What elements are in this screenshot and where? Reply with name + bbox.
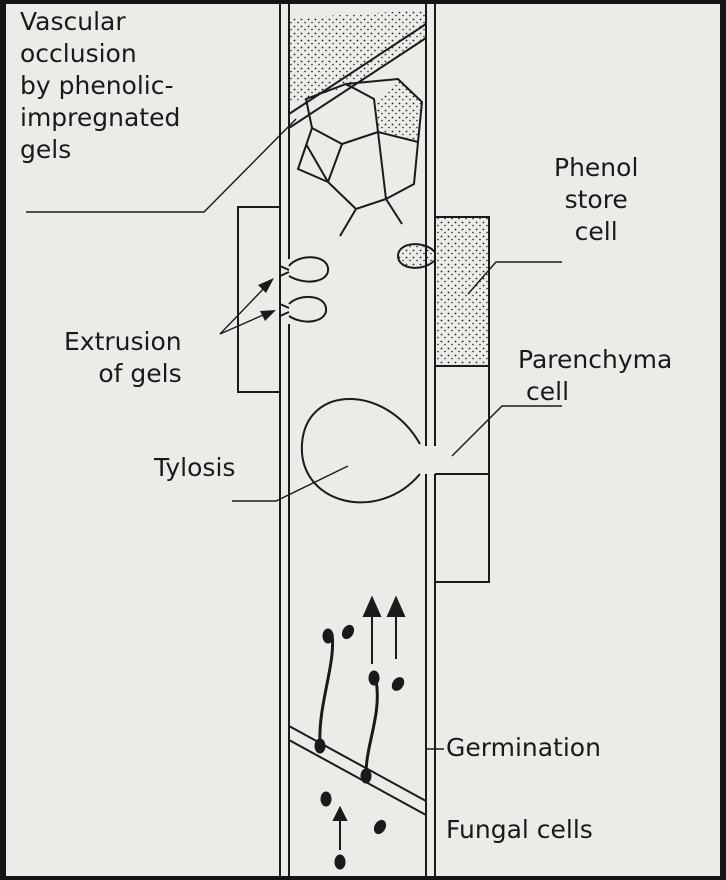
label-phenol-store-cell: Phenol store cell	[554, 152, 638, 248]
end-wall-bottom-2	[289, 740, 426, 815]
hypha-1	[320, 634, 333, 744]
hypha-2	[366, 680, 377, 774]
growth-arrow-3-head	[334, 808, 346, 820]
tylosis-balloon	[302, 399, 420, 502]
spore	[361, 769, 371, 783]
label-vascular-occlusion: Vascular occlusion by phenolic- impregna…	[20, 6, 180, 166]
spore	[369, 671, 379, 685]
label-tylosis: Tylosis	[154, 452, 235, 484]
spore	[340, 623, 356, 640]
leader-parenchyma	[452, 406, 562, 456]
leader-extrusion-1	[220, 282, 270, 334]
growth-arrow-2-head	[388, 598, 404, 616]
extrusion-arrowhead-2	[260, 310, 276, 321]
left-adjacent-cell	[238, 207, 280, 392]
spore	[321, 792, 331, 806]
diagram-canvas: Vascular occlusion by phenolic- impregna…	[6, 4, 720, 876]
label-extrusion-of-gels: Extrusion of gels	[64, 326, 182, 390]
spore	[315, 739, 325, 753]
extrusion-arrowhead-1	[258, 278, 274, 293]
label-fungal-cells: Fungal cells	[446, 814, 593, 846]
label-germination: Germination	[446, 732, 601, 764]
gel-extrusion-2	[289, 297, 326, 322]
gel-cell-stipple	[376, 80, 422, 142]
end-wall-bottom	[289, 726, 426, 801]
spore	[323, 629, 333, 643]
spore	[372, 818, 388, 835]
gel-extrusion-1	[289, 257, 328, 281]
phenol-store-stipple	[436, 218, 488, 365]
pit-marks	[280, 266, 289, 316]
spore	[390, 675, 406, 692]
spore	[335, 855, 345, 869]
growth-arrow-1-head	[364, 598, 380, 616]
label-parenchyma-cell: Parenchyma cell	[518, 344, 672, 408]
